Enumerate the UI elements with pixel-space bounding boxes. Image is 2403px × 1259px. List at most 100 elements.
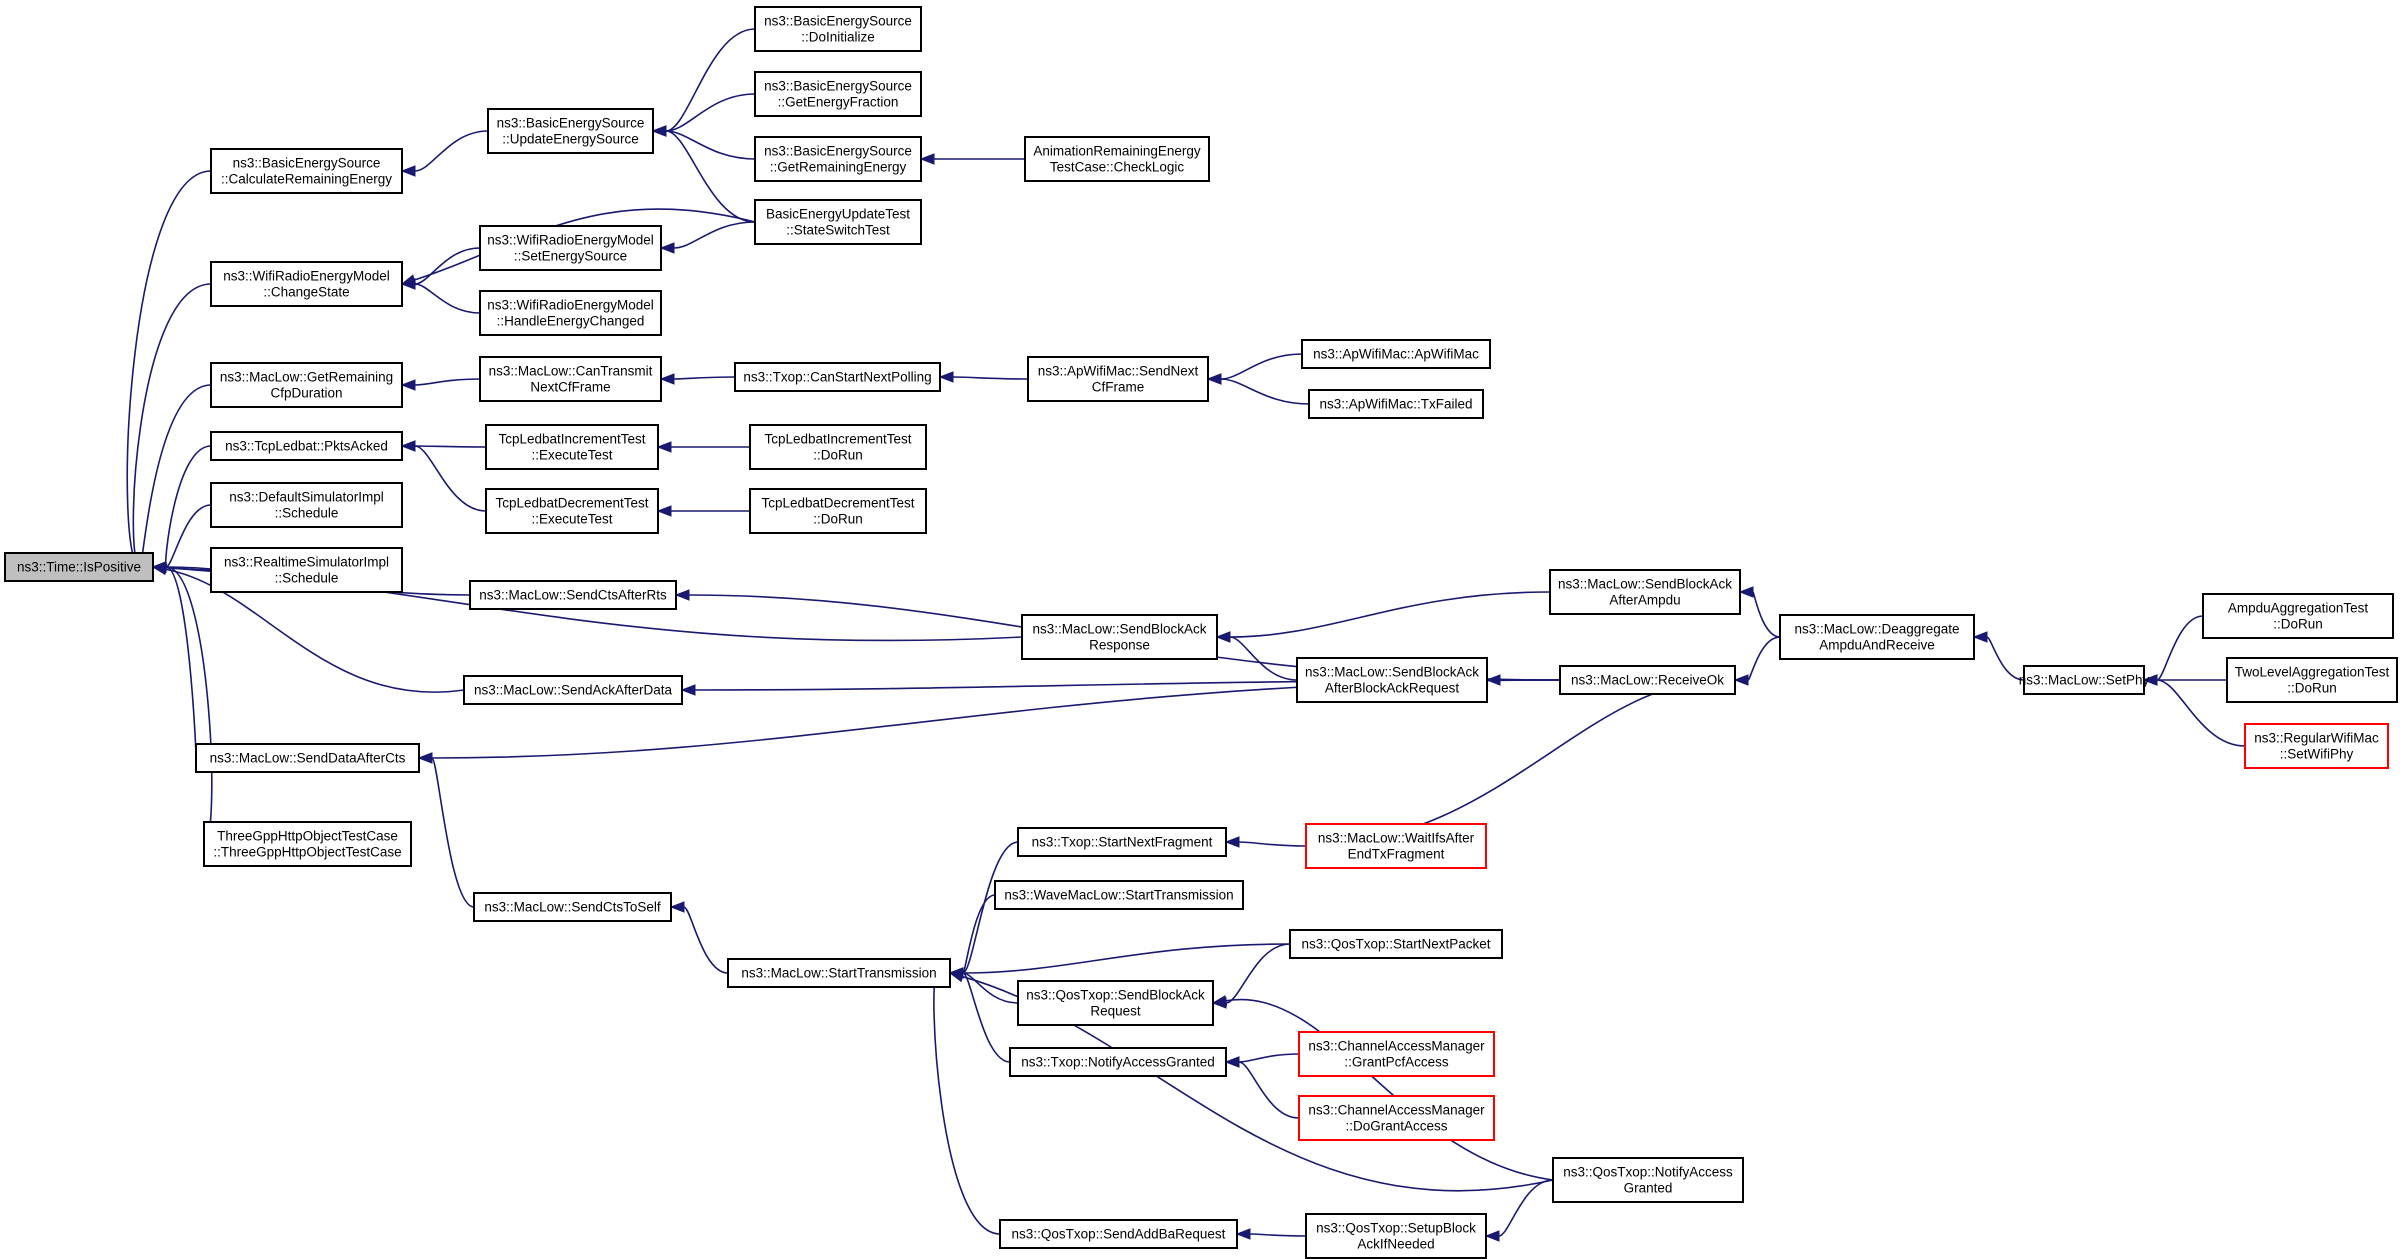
node-box [195, 743, 420, 773]
node-ns3-maclow-sendackafterdata[interactable]: ns3::MacLow::SendAckAfterData [463, 675, 683, 705]
node-ampduaggregationtest-dorun[interactable]: AmpduAggregationTest::DoRun [2202, 593, 2394, 639]
node-box [485, 488, 659, 534]
node-ns3-wavemaclow-starttransmission[interactable]: ns3::WaveMacLow::StartTransmission [994, 880, 1244, 910]
node-animationremainingenergytestcase-checklogic[interactable]: AnimationRemainingEnergyTestCase::CheckL… [1024, 136, 1210, 182]
node-ns3-wifiradioenergymodel-setenergysource[interactable]: ns3::WifiRadioEnergyModel::SetEnergySour… [479, 225, 662, 271]
node-label: ns3::WifiRadioEnergyModel [487, 233, 654, 248]
node-tcpledbatincrementtest-executetest[interactable]: TcpLedbatIncrementTest::ExecuteTest [485, 424, 659, 470]
edge-n47-n42 [1238, 1061, 1300, 1119]
arrowhead [674, 589, 690, 601]
node-box [2023, 665, 2145, 695]
edge-n19-n9 [665, 93, 756, 132]
edge-n44-n39 [1238, 841, 1307, 847]
node-label: ::UpdateEnergySource [502, 132, 639, 147]
node-ns3-maclow-sendblockackafterblockackrequest[interactable]: ns3::MacLow::SendBlockAckAfterBlockAckRe… [1296, 657, 1488, 703]
arrowhead [659, 373, 675, 385]
node-ns3-basicenergysource-updateenergysource[interactable]: ns3::BasicEnergySource::UpdateEnergySour… [487, 108, 654, 154]
edge-n30-n29 [1229, 591, 1551, 638]
node-tcpledbatdecrementtest-executetest[interactable]: TcpLedbatDecrementTest::ExecuteTest [485, 488, 659, 534]
node-label: AmpduAndReceive [1819, 638, 1935, 653]
arrowhead [1484, 1230, 1500, 1242]
edge-n43-n38 [933, 972, 1001, 1235]
node-ns3-defaultsimulatorimpl-schedule[interactable]: ns3::DefaultSimulatorImpl::Schedule [210, 482, 403, 528]
node-label: ::CalculateRemainingEnergy [221, 172, 392, 187]
node-label: ns3::MacLow::SendAckAfterData [474, 683, 673, 698]
node-label: ns3::QosTxop::SendBlockAck [1026, 988, 1205, 1003]
node-basicenergyupdatetest-stateswitchtest[interactable]: BasicEnergyUpdateTest::StateSwitchTest [754, 199, 922, 245]
node-ns3-wifiradioenergymodel-handleenergychanged[interactable]: ns3::WifiRadioEnergyModel::HandleEnergyC… [479, 290, 662, 336]
node-ns3-qostxop-notifyaccessgranted[interactable]: ns3::QosTxop::NotifyAccessGranted [1552, 1157, 1744, 1203]
node-label: ns3::Txop::StartNextFragment [1032, 835, 1213, 850]
node-ns3-maclow-sendctsafterrts[interactable]: ns3::MacLow::SendCtsAfterRts [469, 580, 677, 610]
node-ns3-basicenergysource-getenergyfraction[interactable]: ns3::BasicEnergySource::GetEnergyFractio… [754, 71, 922, 117]
node-label: ns3::RealtimeSimulatorImpl [224, 555, 389, 570]
node-label: ns3::WaveMacLow::StartTransmission [1004, 888, 1233, 903]
node-box [754, 71, 922, 117]
node-label: ns3::MacLow::GetRemaining [220, 370, 393, 385]
arrowhead [919, 153, 935, 165]
node-ns3-channelaccessmanager-grantpcfaccess[interactable]: ns3::ChannelAccessManager::GrantPcfAcces… [1298, 1031, 1495, 1077]
node-box [994, 880, 1244, 910]
node-ns3-realtimesimulatorimpl-schedule[interactable]: ns3::RealtimeSimulatorImpl::Schedule [210, 547, 403, 593]
node-box [727, 958, 951, 988]
node-box [479, 290, 662, 336]
arrowhead [651, 125, 667, 137]
node-label: ns3::Txop::CanStartNextPolling [743, 370, 931, 385]
node-tcpledbatdecrementtest-dorun[interactable]: TcpLedbatDecrementTest::DoRun [749, 488, 927, 534]
node-ns3-basicenergysource-calculateremainingenergy[interactable]: ns3::BasicEnergySource::CalculateRemaini… [210, 148, 403, 194]
node-ns3-txop-notifyaccessgranted[interactable]: ns3::Txop::NotifyAccessGranted [1009, 1047, 1227, 1077]
edge-n9-n1 [414, 130, 489, 172]
node-tcpledbatincrementtest-dorun[interactable]: TcpLedbatIncrementTest::DoRun [749, 424, 927, 470]
node-box [210, 547, 403, 593]
node-ns3-regularwifimac-setwifiphy[interactable]: ns3::RegularWifiMac::SetWifiPhy [2244, 723, 2389, 769]
node-ns3-time-ispositive[interactable]: ns3::Time::IsPositive [4, 552, 154, 582]
node-box [1298, 1031, 1495, 1077]
node-threegpphttpobjecttestcase-threegpphttpobjecttestcase[interactable]: ThreeGppHttpObjectTestCase::ThreeGppHttp… [203, 821, 412, 867]
edge-n40-n38 [962, 894, 996, 974]
node-box [479, 225, 662, 271]
node-twolevelaggregationtest-dorun[interactable]: TwoLevelAggregationTest::DoRun [2226, 657, 2398, 703]
node-box [999, 1219, 1238, 1249]
node-label: ns3::QosTxop::StartNextPacket [1301, 937, 1490, 952]
node-ns3-maclow-sendctstoself[interactable]: ns3::MacLow::SendCtsToSelf [473, 892, 672, 922]
node-ns3-basicenergysource-doinitialize[interactable]: ns3::BasicEnergySource::DoInitialize [754, 6, 922, 52]
node-label: ::GrantPcfAccess [1344, 1055, 1449, 1070]
node-box [485, 424, 659, 470]
node-ns3-maclow-senddataaftercts[interactable]: ns3::MacLow::SendDataAfterCts [195, 743, 420, 773]
node-ns3-basicenergysource-getremainingenergy[interactable]: ns3::BasicEnergySource::GetRemainingEner… [754, 136, 922, 182]
node-ns3-apwifimac-txfailed[interactable]: ns3::ApWifiMac::TxFailed [1308, 389, 1484, 419]
node-label: ns3::MacLow::SendDataAfterCts [210, 751, 406, 766]
node-ns3-txop-canstartnextpolling[interactable]: ns3::Txop::CanStartNextPolling [734, 362, 941, 392]
node-ns3-channelaccessmanager-dograntaccess[interactable]: ns3::ChannelAccessManager::DoGrantAccess [1298, 1095, 1495, 1141]
node-box [1027, 356, 1209, 402]
node-ns3-maclow-receiveok[interactable]: ns3::MacLow::ReceiveOk [1559, 665, 1736, 695]
arrowhead [1224, 1056, 1240, 1068]
node-ns3-wifiradioenergymodel-changestate[interactable]: ns3::WifiRadioEnergyModel::ChangeState [210, 261, 403, 307]
node-ns3-qostxop-startnextpacket[interactable]: ns3::QosTxop::StartNextPacket [1289, 929, 1503, 959]
edge-n2-n0 [132, 283, 212, 568]
node-ns3-apwifimac-apwifimac[interactable]: ns3::ApWifiMac::ApWifiMac [1301, 339, 1491, 369]
node-label: BasicEnergyUpdateTest [766, 207, 910, 222]
node-ns3-qostxop-sendaddbarequest[interactable]: ns3::QosTxop::SendAddBaRequest [999, 1219, 1238, 1249]
edge-n24-n12 [673, 376, 736, 380]
node-box [754, 136, 922, 182]
edge-n39-n38 [962, 841, 1019, 974]
node-ns3-maclow-setphy[interactable]: ns3::MacLow::SetPhy [2019, 665, 2150, 695]
node-ns3-maclow-starttransmission[interactable]: ns3::MacLow::StartTransmission [727, 958, 951, 988]
node-box [469, 580, 677, 610]
node-box [210, 148, 403, 194]
node-box [1305, 823, 1487, 869]
edge-n21-n2 [414, 208, 756, 281]
node-ns3-txop-startnextfragment[interactable]: ns3::Txop::StartNextFragment [1017, 827, 1227, 857]
node-ns3-tcpledbat-pktsacked[interactable]: ns3::TcpLedbat::PktsAcked [210, 431, 403, 461]
node-box [2226, 657, 2398, 703]
